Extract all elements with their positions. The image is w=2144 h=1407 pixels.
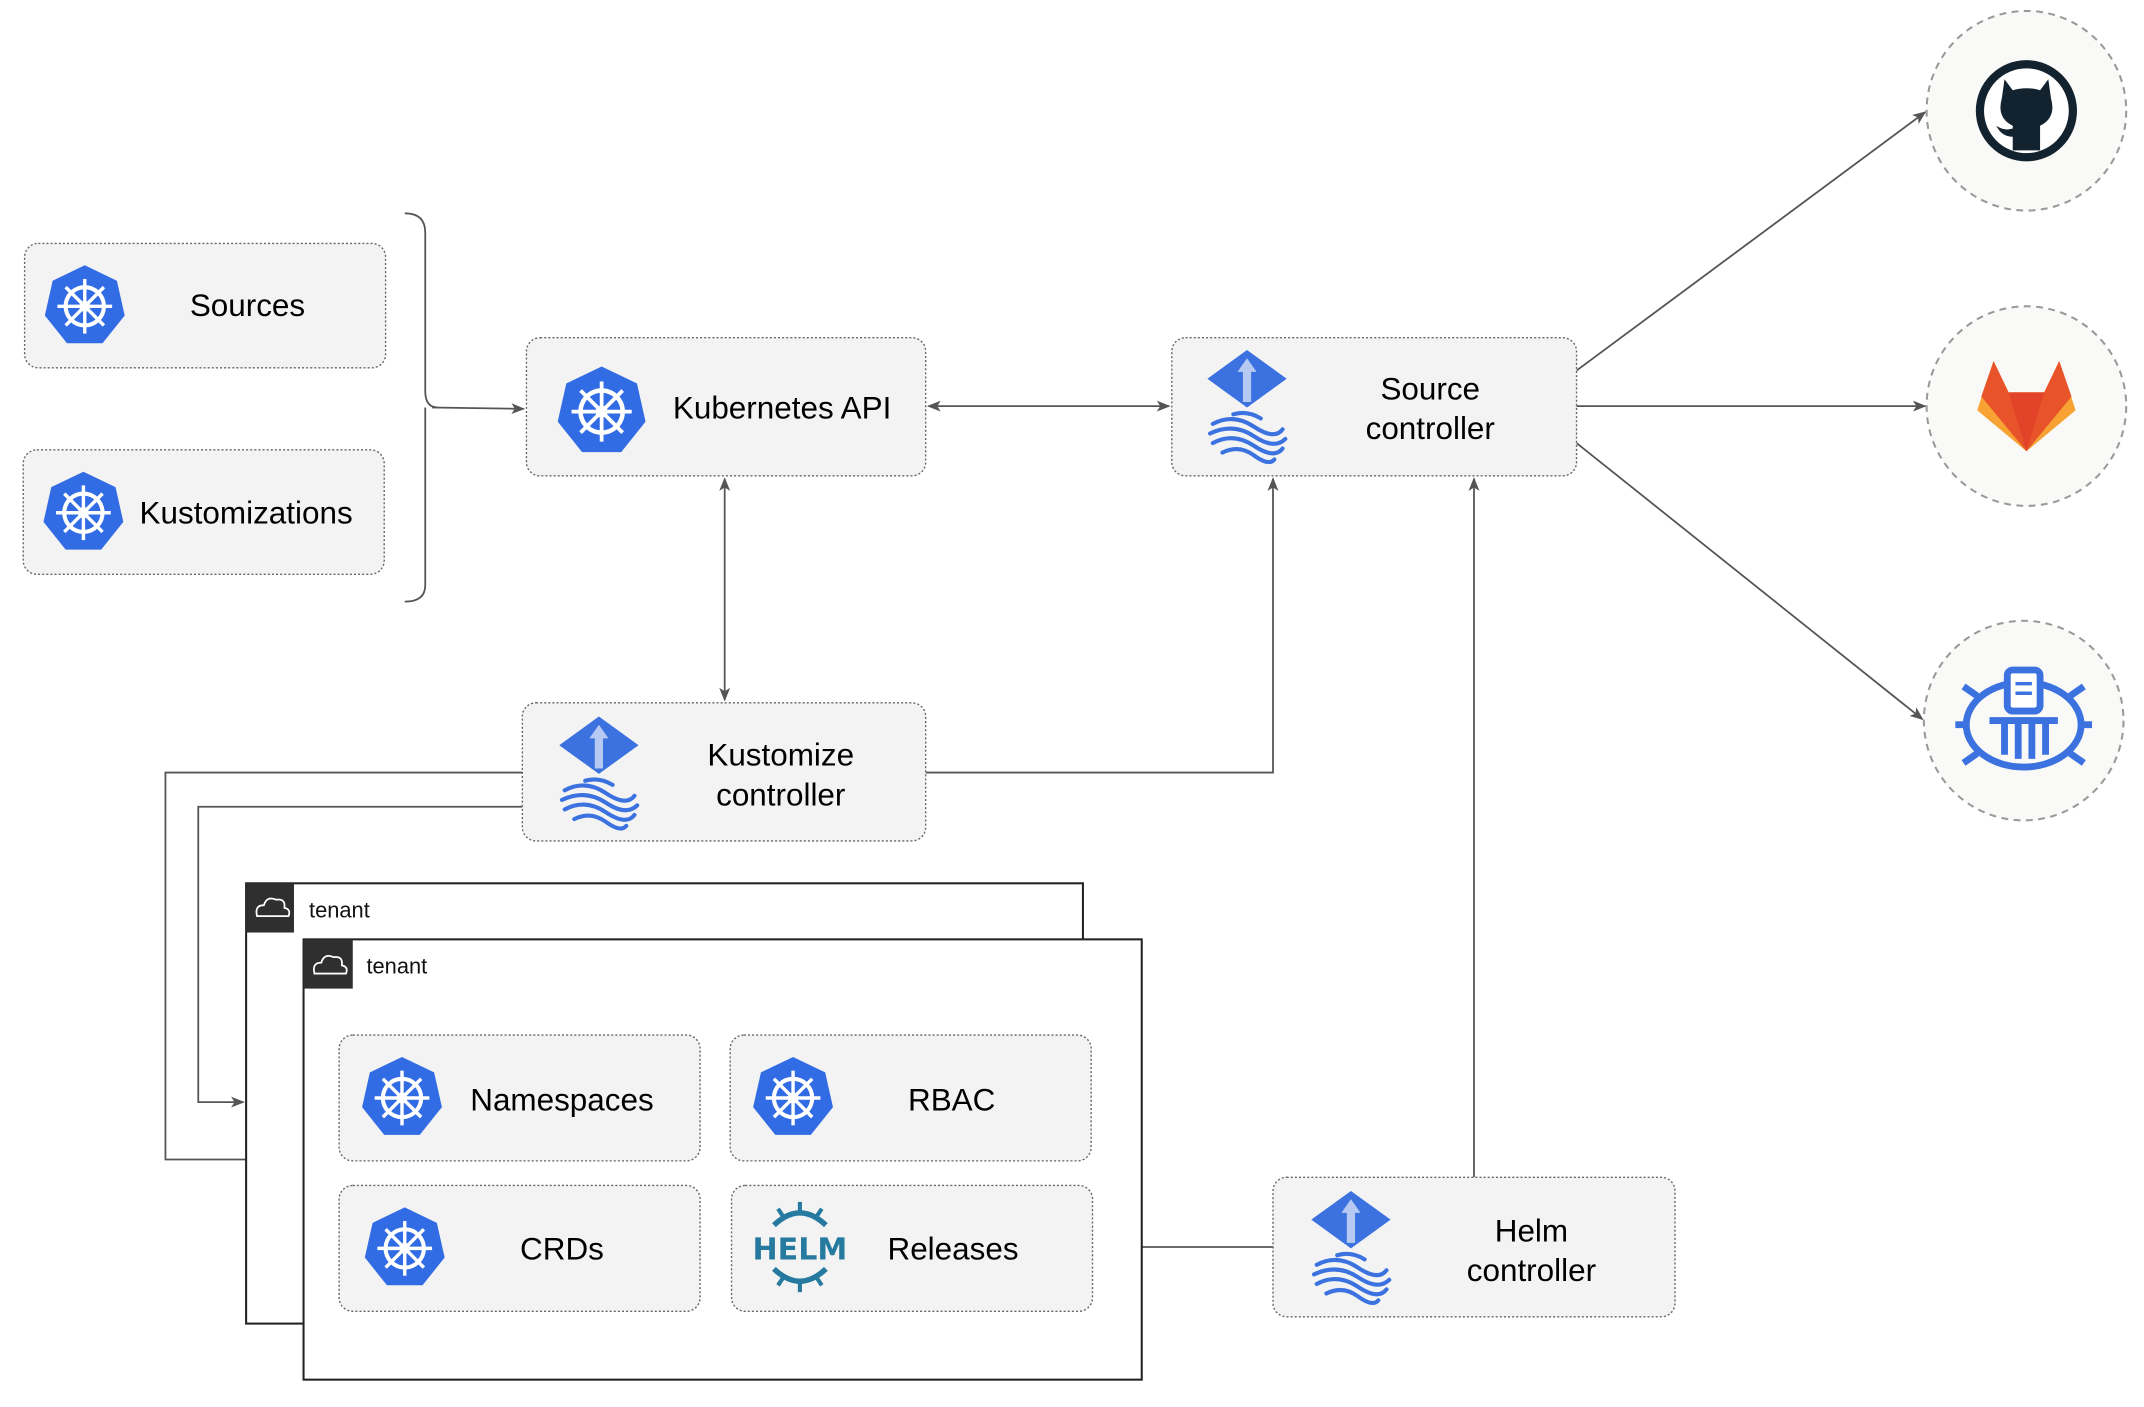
namespaces-label: Namespaces bbox=[470, 1082, 653, 1117]
github-node[interactable] bbox=[1925, 9, 2128, 212]
harbor-icon bbox=[1955, 666, 2093, 771]
helm-controller-node[interactable]: Helm controller bbox=[1272, 1176, 1676, 1318]
cloud-icon bbox=[313, 955, 348, 975]
kubernetes-api-label: Kubernetes API bbox=[673, 390, 891, 425]
releases-node[interactable]: HELM Releases bbox=[730, 1184, 1094, 1312]
harbor-node[interactable] bbox=[1922, 619, 2125, 822]
sources-node[interactable]: Sources bbox=[23, 242, 387, 369]
source-controller-label-1: Source bbox=[1380, 371, 1480, 406]
namespaces-node[interactable]: Namespaces bbox=[338, 1034, 701, 1162]
kustomizations-node[interactable]: Kustomizations bbox=[22, 449, 385, 575]
crds-node[interactable]: CRDs bbox=[338, 1184, 701, 1312]
source-controller-node[interactable]: Source controller bbox=[1171, 337, 1578, 477]
gitlab-icon bbox=[1977, 360, 2076, 452]
svg-text:HELM: HELM bbox=[752, 1232, 847, 1267]
kustomize-controller-label-2: controller bbox=[716, 777, 845, 812]
edge-source-github bbox=[1576, 111, 1927, 372]
edges bbox=[164, 111, 1927, 1253]
helm-controller-label-2: controller bbox=[1467, 1253, 1596, 1288]
kubernetes-api-node[interactable]: Kubernetes API bbox=[525, 337, 927, 477]
rbac-label: RBAC bbox=[908, 1082, 995, 1117]
kustomize-controller-label-1: Kustomize bbox=[707, 738, 854, 773]
cloud-icon bbox=[255, 897, 291, 918]
kustomizations-label: Kustomizations bbox=[140, 496, 353, 531]
edge-kustomize-tenant-back bbox=[197, 805, 523, 1108]
rbac-node[interactable]: RBAC bbox=[729, 1034, 1092, 1162]
helm-controller-label-1: Helm bbox=[1495, 1214, 1568, 1249]
edge-crds-to-api bbox=[432, 403, 526, 415]
releases-label: Releases bbox=[888, 1231, 1019, 1266]
kustomize-controller-node[interactable]: Kustomize controller bbox=[521, 702, 927, 842]
crds-label: CRDs bbox=[520, 1231, 604, 1266]
sources-label: Sources bbox=[190, 288, 305, 323]
tenant-label: tenant bbox=[309, 897, 370, 922]
gitlab-node[interactable] bbox=[1925, 305, 2128, 507]
tenant-label: tenant bbox=[366, 954, 427, 979]
helm-icon: HELM bbox=[752, 1201, 847, 1293]
source-controller-label-2: controller bbox=[1366, 411, 1495, 446]
edge-kustomize-source bbox=[925, 477, 1279, 774]
edge-kustomize-tenant-front bbox=[164, 771, 523, 1165]
sources-bracket bbox=[404, 212, 438, 603]
github-icon bbox=[1975, 60, 2077, 162]
edge-source-harbor bbox=[1575, 442, 1924, 721]
